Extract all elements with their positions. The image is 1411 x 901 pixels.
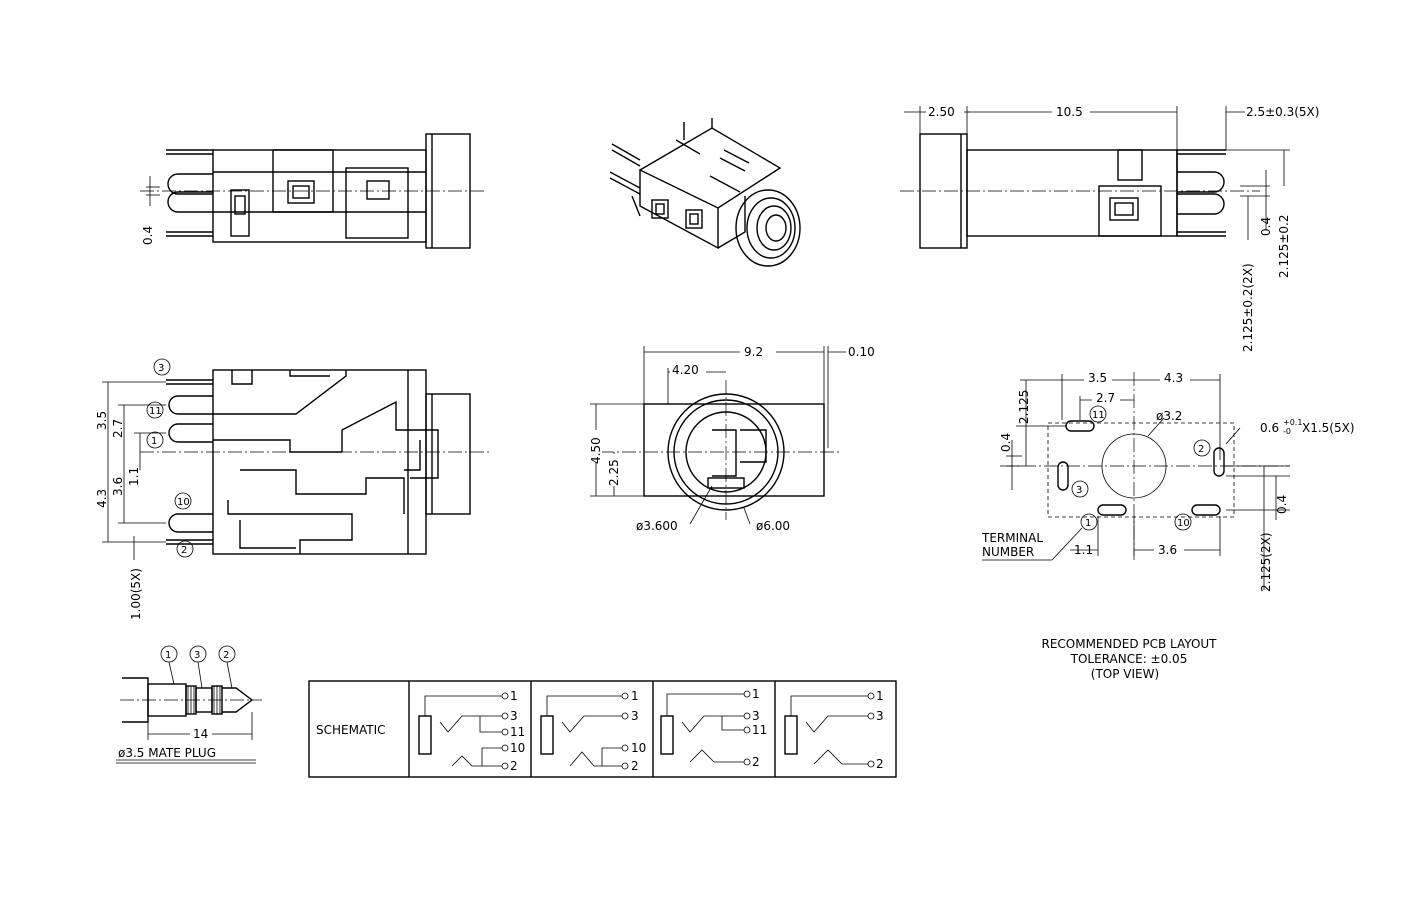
dim-pcb-0-4-right: 0.4 (1275, 495, 1289, 514)
plug-pin-3: 3 (194, 650, 200, 661)
schematic-label: SCHEMATIC (316, 723, 385, 737)
dim-front-4-20: 4.20 (672, 363, 699, 377)
schematic-p3-t11: 11 (752, 723, 767, 737)
terminal-label-line1: TERMINAL (981, 531, 1043, 545)
dim-side-tr-2-5: 2.5±0.3(5X) (1246, 105, 1319, 119)
pin-label-11: 11 (149, 406, 162, 417)
dim-front-4-50: 4.50 (589, 437, 603, 464)
schematic-p2-t2: 2 (631, 759, 639, 773)
plug-pin-1: 1 (165, 650, 171, 661)
dim-side-tr-2-125: 2.125±0.2 (1277, 215, 1291, 279)
dim-front-dia-3-600: ø3.600 (636, 519, 678, 533)
dim-pcb-3-5: 3.5 (1088, 371, 1107, 385)
plug-length: 14 (193, 727, 208, 741)
dim-front-9-2: 9.2 (744, 345, 763, 359)
dim-pcb-2-125: 2.125 (1017, 390, 1031, 424)
dim-side-tr-10-5: 10.5 (1056, 105, 1083, 119)
pcb-caption-line1: RECOMMENDED PCB LAYOUT (1041, 637, 1217, 651)
dim-side-ml-2-7: 2.7 (111, 419, 125, 438)
schematic-p2-t10: 10 (631, 741, 646, 755)
dim-pcb-2-7: 2.7 (1096, 391, 1115, 405)
pcb-pin-2: 2 (1198, 444, 1204, 455)
dim-pcb-0-6: 0.6 (1260, 421, 1279, 435)
side-view-top-left: 0.4 (140, 133, 485, 249)
pin-label-2: 2 (181, 545, 187, 556)
schematic-p3-t3: 3 (752, 709, 760, 723)
dim-front-dia-6-00: ø6.00 (756, 519, 790, 533)
dim-pcb-x1-5: X1.5(5X) (1302, 421, 1355, 435)
plug-caption: ø3.5 MATE PLUG (118, 746, 216, 760)
dim-pcb-tol-plus: +0.1 (1283, 418, 1302, 427)
mate-plug: 1 3 2 14 ø3.5 MATE PLUG (116, 645, 262, 764)
dim-pcb-4-3: 4.3 (1164, 371, 1183, 385)
schematic-p2-t3: 3 (631, 709, 639, 723)
schematic-p2-t1: 1 (631, 689, 639, 703)
dim-side-tr-2-125-2x: 2.125±0.2(2X) (1241, 263, 1255, 352)
pcb-pin-3: 3 (1076, 485, 1082, 496)
dim-pcb-tol-minus: -0 (1283, 427, 1291, 436)
pcb-pin-10: 10 (1177, 518, 1190, 529)
pcb-caption-line2: TOLERANCE: ±0.05 (1070, 652, 1188, 666)
dim-side-ml-1-00: 1.00(5X) (129, 568, 143, 620)
dim-side-ml-1-1: 1.1 (127, 467, 141, 486)
schematic-panel-3: 1 3 11 2 (660, 687, 767, 769)
terminal-label-line2: NUMBER (982, 545, 1034, 559)
schematic-p1-t2: 2 (510, 759, 518, 773)
dim-side-ml-4-3: 4.3 (95, 489, 109, 508)
isometric-view (609, 118, 801, 267)
dim-pcb-0-4-left: 0.4 (999, 433, 1013, 452)
pin-label-1: 1 (151, 436, 157, 447)
dim-side-tl-0-4: 0.4 (141, 226, 155, 245)
dim-side-ml-3-6: 3.6 (111, 477, 125, 496)
dim-pcb-2-125-2x: 2.125(2X) (1259, 532, 1273, 592)
schematic-p4-t2: 2 (876, 757, 884, 771)
dim-front-2-25: 2.25 (607, 459, 621, 486)
front-view: 9.2 0.10 4.20 4.50 2.25 ø3.600 ø6.00 (588, 344, 875, 533)
pcb-pin-11: 11 (1092, 410, 1105, 421)
schematic-panel-1: 1 3 11 10 2 (418, 689, 525, 773)
pin-label-10: 10 (177, 497, 190, 508)
dim-side-ml-3-5: 3.5 (95, 411, 109, 430)
schematic-panel-2: 1 3 10 2 (540, 689, 646, 773)
side-view-top-right: 2.50 10.5 2.5±0.3(5X) 0.4 2.125±0.2 2.12… (900, 101, 1319, 352)
pcb-pin-1: 1 (1085, 518, 1091, 529)
schematic-panel-4: 1 3 2 (784, 689, 884, 771)
schematic-p4-t3: 3 (876, 709, 884, 723)
dim-pcb-1-1: 1.1 (1074, 543, 1093, 557)
schematic-p1-t3: 3 (510, 709, 518, 723)
schematic-p4-t1: 1 (876, 689, 884, 703)
schematic-p1-t1: 1 (510, 689, 518, 703)
schematic-table: SCHEMATIC 1 3 11 10 2 (308, 680, 897, 778)
dim-side-tr-0-4: 0.4 (1259, 217, 1273, 236)
side-view-middle-left: 3 11 1 10 2 3.5 2.7 1.1 3.6 4.3 1.00(5X) (95, 358, 490, 620)
dim-pcb-dia-3-2: ø3.2 (1156, 409, 1182, 423)
plug-pin-2: 2 (223, 650, 229, 661)
dim-side-tr-2-50: 2.50 (928, 105, 955, 119)
pcb-layout: 3.5 4.3 2.7 2.125 0.4 0.4 2.125(2X) ø3.2… (981, 370, 1355, 592)
pin-label-3: 3 (158, 363, 164, 374)
schematic-p1-t10: 10 (510, 741, 525, 755)
schematic-p3-t1: 1 (752, 687, 760, 701)
dim-front-0-10: 0.10 (848, 345, 875, 359)
dim-pcb-3-6: 3.6 (1158, 543, 1177, 557)
pcb-caption: RECOMMENDED PCB LAYOUT TOLERANCE: ±0.05 … (1041, 637, 1217, 681)
schematic-p1-t11: 11 (510, 725, 525, 739)
pcb-caption-line3: (TOP VIEW) (1091, 667, 1159, 681)
schematic-p3-t2: 2 (752, 755, 760, 769)
